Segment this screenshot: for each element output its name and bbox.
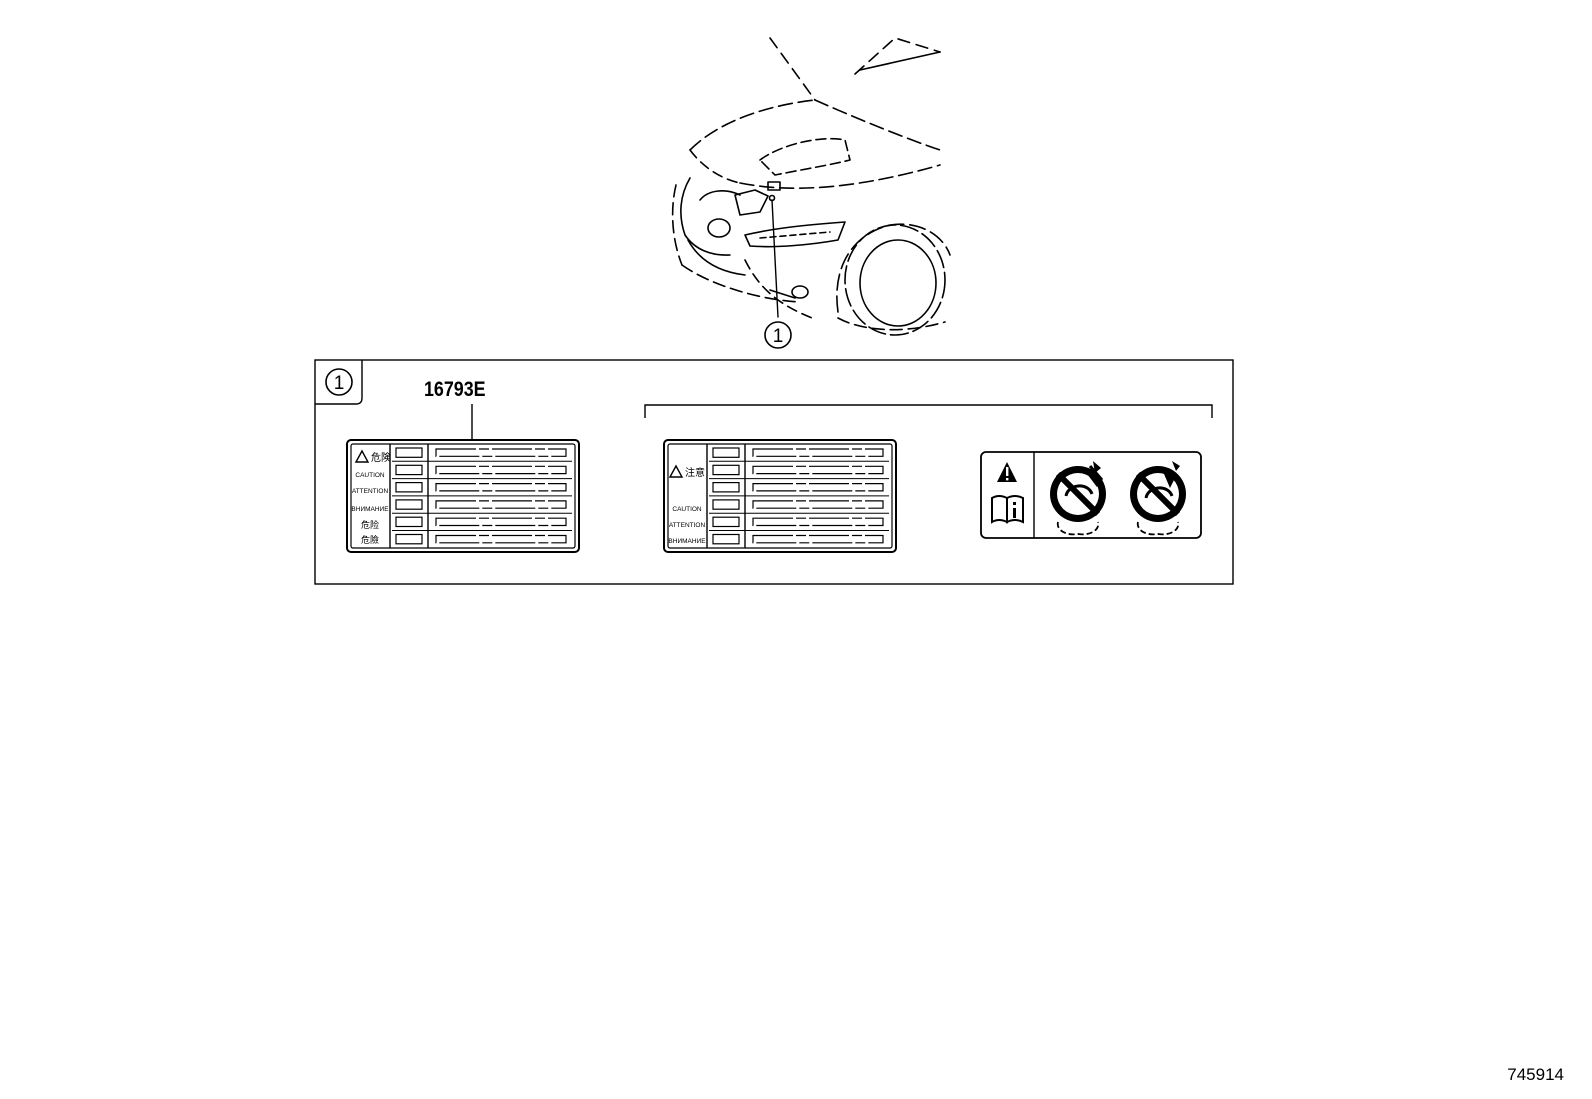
label-row-symbol-box <box>712 499 740 510</box>
label-b-row-4: ВНИМАНИЕ <box>668 538 706 545</box>
label-a-row-3: ATTENTION <box>352 488 389 495</box>
label-row-symbol-box <box>712 533 740 545</box>
label-row-text-bar <box>435 517 567 527</box>
warning-label-b: 注意 CAUTION ATTENTION ВНИМАНИЕ <box>663 439 897 553</box>
warning-triangle-icon <box>997 462 1017 482</box>
callout-number: 1 <box>773 326 784 347</box>
illustration-id: 745914 <box>1507 1065 1564 1084</box>
label-a-row-5: 危险 <box>361 519 379 530</box>
label-row-text-bar <box>752 534 884 544</box>
label-a-row-4: ВНИМАНИЕ <box>351 506 389 513</box>
label-row-text-bar <box>752 465 884 475</box>
detail-index: 1 <box>334 373 345 394</box>
label-row-symbol-box <box>395 516 423 528</box>
label-row-text-bar <box>435 448 567 457</box>
label-b-row-2: CAUTION <box>672 506 702 513</box>
label-row-text-bar <box>435 465 567 475</box>
part-number-label[interactable]: 16793E <box>424 378 486 401</box>
label-row-symbol-box <box>395 447 423 458</box>
label-row-text-bar <box>752 517 884 527</box>
no-touch-cap-icon <box>1130 461 1186 536</box>
label-row-text-bar <box>752 483 884 492</box>
label-a-row-6: 危險 <box>361 534 379 545</box>
warning-triangle-icon <box>668 464 684 478</box>
label-row-symbol-box <box>712 482 740 493</box>
label-row-symbol-box <box>395 464 423 476</box>
label-row-symbol-box <box>712 464 740 476</box>
label-b-row-1: 注意 <box>685 466 705 479</box>
manual-book-icon <box>991 495 1024 524</box>
detail-box: 1 <box>314 359 1234 585</box>
warning-triangle-icon <box>354 449 370 463</box>
label-row-symbol-box <box>395 499 423 510</box>
car-front-illustration <box>671 37 951 336</box>
callout-marker: 1 <box>764 321 792 349</box>
label-row-symbol-box <box>712 516 740 528</box>
label-row-text-bar <box>752 500 884 509</box>
label-row-text-bar <box>435 483 567 492</box>
label-row-symbol-box <box>712 447 740 458</box>
no-open-cap-hot-icon <box>1050 461 1106 536</box>
label-b-row-3: ATTENTION <box>669 522 706 529</box>
label-row-text-bar <box>435 534 567 544</box>
label-row-text-bar <box>752 448 884 457</box>
label-a-row-2: CAUTION <box>355 472 385 479</box>
label-row-text-bar <box>435 500 567 509</box>
pictogram-label <box>980 451 1202 539</box>
label-row-symbol-box <box>395 482 423 493</box>
label-row-symbol-box <box>395 533 423 545</box>
warning-label-a: 危険 CAUTION ATTENTION ВНИМАНИЕ 危险 危險 <box>346 439 580 553</box>
label-a-row-1: 危険 <box>371 452 391 464</box>
